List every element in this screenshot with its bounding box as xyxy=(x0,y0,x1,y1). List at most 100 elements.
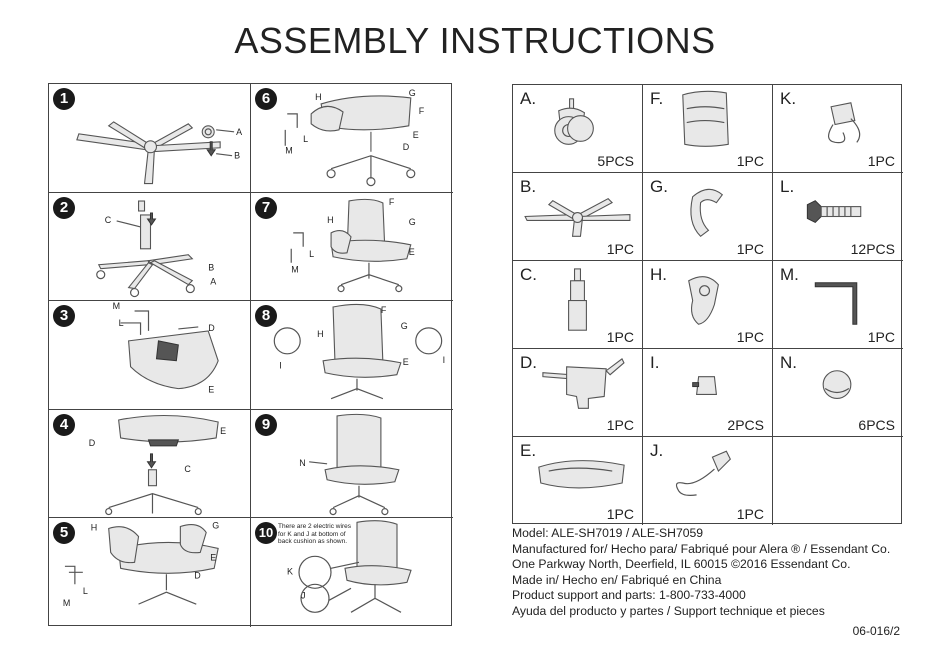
part-quantity: 2PCS xyxy=(727,417,764,433)
part-empty xyxy=(773,437,903,525)
step-number: 4 xyxy=(53,413,75,436)
step-3-panel: 3 M L D E xyxy=(49,301,251,410)
part-quantity: 6PCS xyxy=(858,417,895,433)
svg-text:E: E xyxy=(403,357,409,367)
step-4-panel: 4 E D C xyxy=(49,409,251,519)
chair-base-icon xyxy=(524,198,631,237)
part-c: C. 1PC xyxy=(513,261,643,349)
part-letter: A. xyxy=(520,89,537,108)
backrest-icon xyxy=(682,90,729,147)
svg-text:L: L xyxy=(309,248,314,258)
step-number: 1 xyxy=(53,88,75,110)
part-quantity: 1PC xyxy=(606,506,634,522)
step-7-illustration: F H G E L M xyxy=(290,197,416,292)
part-n: N. 6PCS xyxy=(773,349,903,437)
svg-text:E: E xyxy=(208,385,214,395)
part-d: D. 1PC xyxy=(513,349,643,437)
parts-list-grid: A. 5PCS F. 1PC K. 1PC B. xyxy=(512,84,903,525)
part-quantity: 1PC xyxy=(736,241,764,257)
part-letter: B. xyxy=(520,177,537,196)
seat-cushion-icon xyxy=(538,460,625,489)
support-line: Product support and parts: 1-800-733-400… xyxy=(512,588,746,602)
step-number: 8 xyxy=(255,305,277,328)
step-2-panel: 2 C B A xyxy=(49,192,251,302)
svg-text:F: F xyxy=(381,305,387,315)
step-number: 2 xyxy=(53,196,75,219)
part-letter: F. xyxy=(650,89,664,108)
part-quantity: 1PC xyxy=(606,417,634,433)
step-4-illustration: E D C xyxy=(89,414,226,515)
svg-text:G: G xyxy=(409,216,416,226)
step-number: 9 xyxy=(255,413,277,436)
part-letter: G. xyxy=(650,177,668,196)
step-2-illustration: C B A xyxy=(96,200,216,297)
part-letter: I. xyxy=(650,353,660,372)
part-f: F. 1PC xyxy=(643,85,773,173)
svg-text:E: E xyxy=(413,130,419,140)
address-line: One Parkway North, Deerfield, IL 60015 ©… xyxy=(512,557,851,571)
part-letter: M. xyxy=(780,265,799,284)
step-9-panel: 9 N xyxy=(251,410,453,519)
knob-icon xyxy=(692,376,718,396)
svg-text:J: J xyxy=(301,591,306,601)
step-6-panel: 6 H G F E D L M xyxy=(251,84,453,193)
support-translation-line: Ayuda del producto y partes / Support te… xyxy=(512,603,825,618)
svg-text:I: I xyxy=(279,361,282,371)
step-3-illustration: M L D E xyxy=(113,301,219,395)
part-letter: L. xyxy=(780,177,795,196)
caster-wheel-icon xyxy=(554,98,594,145)
part-b: B. 1PC xyxy=(513,173,643,261)
power-adapter-icon xyxy=(828,102,861,144)
svg-text:D: D xyxy=(403,142,410,152)
product-info: Model: ALE-SH7019 / ALE-SH7059 Manufactu… xyxy=(512,526,890,619)
svg-text:N: N xyxy=(299,458,305,468)
svg-text:E: E xyxy=(220,426,226,436)
part-quantity: 1PC xyxy=(867,329,895,345)
step-7-panel: 7 F H G E L M xyxy=(251,193,453,302)
step-number: 6 xyxy=(255,88,277,110)
svg-text:L: L xyxy=(83,587,88,597)
part-letter: C. xyxy=(520,265,537,284)
step-number: 10 xyxy=(255,522,277,545)
step-number: 5 xyxy=(53,522,75,545)
part-a: A. 5PCS xyxy=(513,85,643,173)
svg-text:E: E xyxy=(409,246,415,256)
svg-text:K: K xyxy=(287,567,293,577)
manufacturer-line: Manufactured for/ Hecho para/ Fabriqué p… xyxy=(512,541,891,556)
svg-text:A: A xyxy=(210,276,216,286)
part-quantity: 1PC xyxy=(736,153,764,169)
svg-text:H: H xyxy=(317,329,323,339)
step-10-panel: 10 There are 2 electric wires for K and … xyxy=(251,518,453,627)
chair-base-icon xyxy=(76,121,221,185)
part-quantity: 1PC xyxy=(606,329,634,345)
step-8-panel: 8 F H G E I I xyxy=(251,301,453,410)
svg-text:M: M xyxy=(291,264,298,274)
part-e: E. 1PC xyxy=(513,437,643,525)
model-line: Model: ALE-SH7019 / ALE-SH7059 xyxy=(512,526,704,540)
part-letter: E. xyxy=(520,441,537,460)
part-quantity: 5PCS xyxy=(597,153,634,169)
svg-text:G: G xyxy=(409,88,416,98)
svg-text:E: E xyxy=(210,553,216,563)
svg-text:C: C xyxy=(105,215,112,225)
part-letter: K. xyxy=(780,89,797,108)
armrest-left-icon xyxy=(690,188,724,237)
part-l: L. 12PCS xyxy=(773,173,903,261)
step-1-panel: 1 A B xyxy=(49,84,251,193)
tilt-mechanism-icon xyxy=(542,358,625,409)
bolt-icon xyxy=(806,200,862,224)
part-quantity: 1PC xyxy=(736,506,764,522)
part-letter: J. xyxy=(650,441,664,460)
svg-text:L: L xyxy=(119,318,124,328)
step-5-panel: 5 G H E D L M xyxy=(49,518,251,627)
svg-text:C: C xyxy=(184,464,191,474)
remote-control-icon xyxy=(675,450,731,496)
svg-text:L: L xyxy=(303,134,308,144)
svg-text:H: H xyxy=(91,523,97,533)
svg-text:G: G xyxy=(401,321,408,331)
svg-text:D: D xyxy=(194,571,201,581)
part-quantity: 1PC xyxy=(606,241,634,257)
part-j: J. 1PC xyxy=(643,437,773,525)
step-5-illustration: G H E D L M xyxy=(63,521,219,609)
svg-text:B: B xyxy=(208,262,214,272)
